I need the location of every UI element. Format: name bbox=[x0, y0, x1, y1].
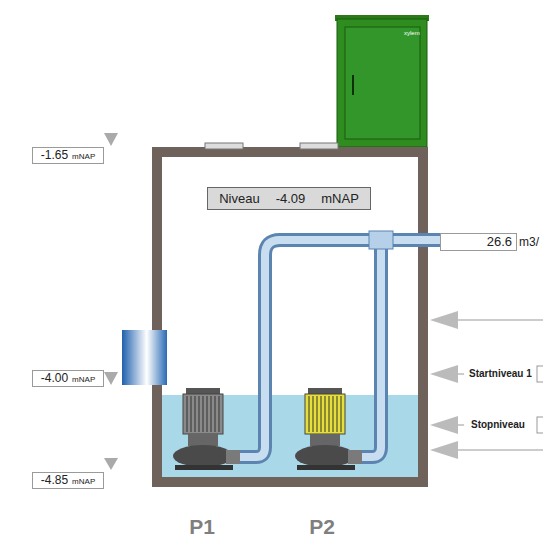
pump-label: P2 bbox=[309, 516, 335, 537]
level-box: -4.00 mNAP bbox=[32, 370, 104, 387]
flow-box: 26.6 bbox=[440, 233, 517, 251]
unit-text: mNAP bbox=[72, 372, 95, 387]
level-arrows bbox=[430, 311, 543, 459]
pump-1 bbox=[173, 388, 240, 470]
level-markers bbox=[104, 133, 118, 470]
cabinet bbox=[335, 15, 429, 147]
value-text: -4.85 bbox=[41, 473, 68, 488]
pump-2 bbox=[295, 388, 362, 470]
brand-logo: xylem bbox=[404, 30, 420, 36]
level-setting-label: Stopniveau bbox=[471, 420, 525, 430]
value-text: -4.00 bbox=[41, 371, 68, 386]
unit-text: mNAP bbox=[72, 474, 95, 489]
pump-label: P1 bbox=[189, 516, 215, 537]
level-display: Niveau -4.09 mNAP bbox=[207, 187, 371, 210]
inlet-pipe bbox=[122, 330, 167, 385]
level-box: -1.65 mNAP bbox=[32, 147, 104, 164]
value-text: -1.65 bbox=[41, 148, 68, 163]
unit-text: mNAP bbox=[72, 149, 95, 164]
unit-text: -4.09 bbox=[276, 188, 306, 209]
level-setting-label: Startniveau 1 bbox=[469, 369, 532, 379]
level-box: -4.85 mNAP bbox=[32, 472, 104, 489]
unit-label: m3/ bbox=[519, 236, 539, 248]
unit-text: mNAP bbox=[321, 188, 359, 209]
pit bbox=[152, 143, 428, 487]
value-text: 26.6 bbox=[487, 234, 512, 250]
value-text: Niveau bbox=[219, 188, 259, 209]
